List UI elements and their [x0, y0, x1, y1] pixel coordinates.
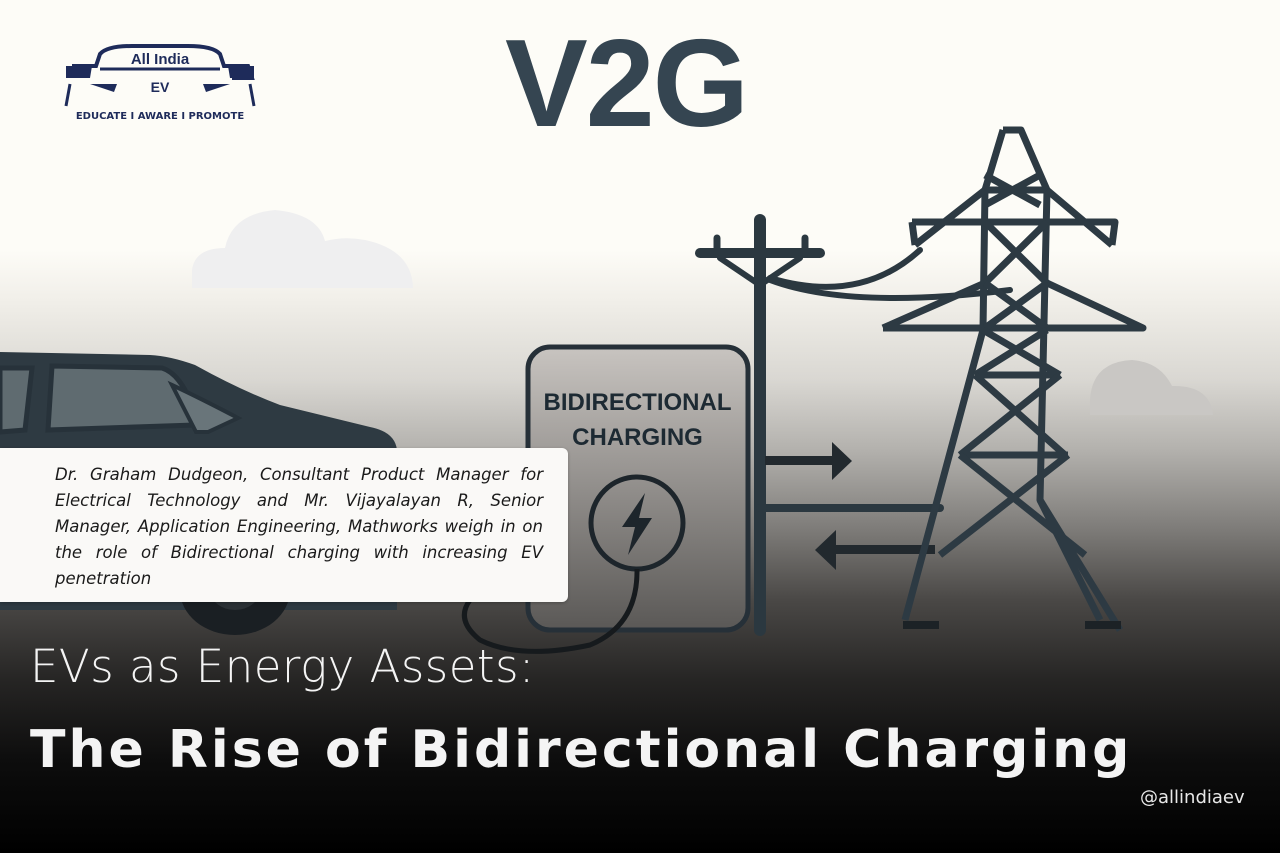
charger-label-line1: BIDIRECTIONAL: [543, 389, 732, 416]
arrow-right-icon: [765, 442, 852, 480]
logo-name: All India: [130, 51, 190, 68]
quote-box: Dr. Graham Dudgeon, Consultant Product M…: [0, 448, 568, 602]
car-outline-icon: [64, 44, 256, 107]
headline-title: The Rise of Bidirectional Charging: [30, 720, 1133, 780]
transmission-tower-icon: [881, 126, 1147, 632]
charger-label: BIDIRECTIONAL CHARGING: [530, 385, 745, 455]
logo-ev: EV: [150, 79, 170, 95]
brand-logo: All India EV EDUCATE I AWARE I PROMOTE: [62, 44, 258, 128]
hero-title: V2G: [505, 15, 749, 153]
cloud-icon: [192, 210, 413, 288]
quote-text: Dr. Graham Dudgeon, Consultant Product M…: [55, 465, 543, 588]
charger-label-line2: CHARGING: [572, 424, 703, 451]
lightning-bolt-icon: [622, 493, 652, 555]
social-handle: @allindiaev: [1140, 787, 1245, 808]
logo-tagline: EDUCATE I AWARE I PROMOTE: [75, 111, 245, 122]
arrow-left-icon: [815, 530, 935, 570]
headline-subtitle: EVs as Energy Assets:: [30, 640, 535, 693]
cloud-icon: [1090, 360, 1213, 415]
utility-pole-icon: [695, 214, 1013, 636]
